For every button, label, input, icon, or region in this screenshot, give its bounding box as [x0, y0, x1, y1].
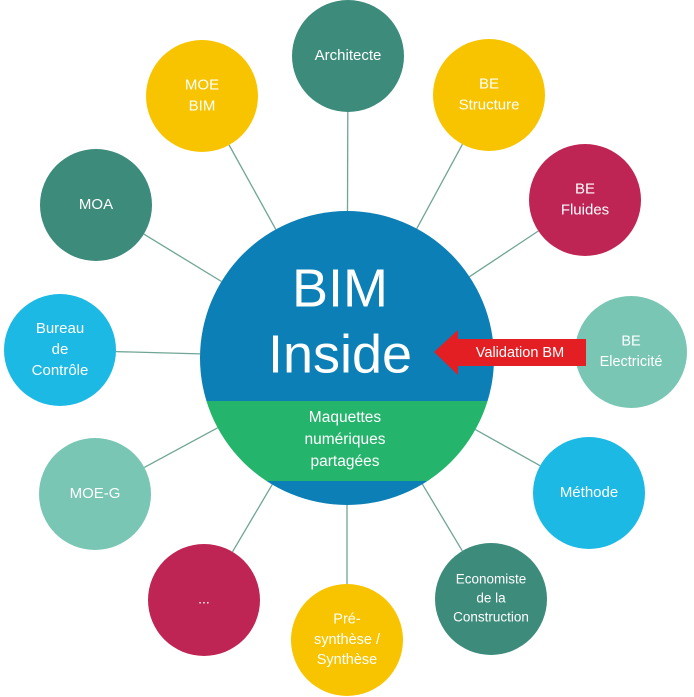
node-label-be-fluides-line-2: Fluides	[561, 201, 609, 218]
node-moa: MOA	[40, 149, 152, 261]
center-circle: BIM Inside Maquettes numériques partagée…	[200, 211, 494, 505]
node-label-economiste-line-3: Construction	[453, 609, 529, 624]
node-label-architecte-line-1: Architecte	[315, 47, 382, 64]
connector-moe-bim	[228, 144, 277, 230]
connector-be-structure	[416, 143, 463, 229]
node-be-electricite: BE Electricité	[575, 296, 687, 408]
connector-moe-g	[143, 427, 218, 468]
center-band-line-2: numériques	[305, 431, 386, 448]
node-circle-methode	[533, 437, 645, 549]
node-label-moe-bim-line-1: MOE	[185, 76, 219, 93]
node-label-moe-g-line-1: MOE-G	[70, 485, 121, 502]
center-title-line-1: BIM	[292, 258, 388, 318]
node-label-economiste-line-1: Economiste	[456, 572, 527, 587]
node-circle-etc	[148, 544, 260, 656]
connector-methode	[475, 429, 541, 467]
node-etc: ...	[148, 544, 260, 656]
node-label-be-electricite-line-2: Electricité	[600, 354, 663, 370]
node-circle-architecte	[292, 0, 404, 112]
node-label-be-fluides-line-1: BE	[575, 180, 595, 197]
node-circle-moe-bim	[146, 40, 258, 152]
node-label-pre-synthese-line-3: Synthèse	[317, 652, 377, 668]
node-label-bureau-controle-line-2: de	[52, 341, 69, 358]
node-circle-moe-g	[39, 438, 151, 550]
node-label-bureau-controle-line-1: Bureau	[36, 320, 84, 337]
node-circle-be-fluides	[529, 144, 641, 256]
node-moe-bim: MOE BIM	[146, 40, 258, 152]
node-label-economiste-line-2: de la	[476, 591, 506, 606]
node-label-moa-line-1: MOA	[79, 196, 113, 213]
node-economiste: Economiste de la Construction	[435, 543, 547, 655]
connector-economiste	[421, 483, 463, 552]
node-circle-economiste	[435, 543, 547, 655]
node-label-be-structure-line-2: Structure	[459, 96, 520, 113]
node-label-be-electricite-line-1: BE	[621, 334, 641, 350]
connector-bureau-controle	[115, 350, 201, 355]
node-circle-pre-synthese	[291, 584, 403, 696]
node-label-moe-bim-line-2: BIM	[189, 97, 216, 114]
validation-arrow: Validation BM	[434, 330, 586, 375]
node-methode: Méthode	[533, 437, 645, 549]
connector-be-fluides	[469, 230, 539, 278]
node-be-fluides: BE Fluides	[529, 144, 641, 256]
node-pre-synthese: Pré-synthèse / Synthèse	[291, 584, 403, 696]
node-label-etc-line-1: ...	[198, 591, 210, 607]
node-be-structure: BE Structure	[433, 39, 545, 151]
node-architecte: Architecte	[292, 0, 404, 112]
center-band-line-1: Maquettes	[309, 409, 382, 426]
validation-arrow-shape	[434, 330, 586, 375]
node-circle-be-structure	[433, 39, 545, 151]
node-label-methode-line-1: Méthode	[560, 484, 618, 501]
validation-label: Validation BM	[476, 345, 564, 361]
node-circle-be-electricite	[575, 296, 687, 408]
center-band-line-3: partagées	[311, 453, 380, 470]
center-title-line-2: Inside	[268, 324, 412, 384]
connectors	[115, 111, 576, 584]
node-label-be-structure-line-1: BE	[479, 75, 499, 92]
connector-moa	[143, 233, 222, 283]
node-circle-moa	[40, 149, 152, 261]
node-label-pre-synthese-line-1: Pré-	[333, 612, 361, 628]
node-moe-g: MOE-G	[39, 438, 151, 550]
connector-etc	[231, 484, 273, 553]
node-circle-bureau-controle	[4, 294, 116, 406]
satellite-nodes: ArchitecteBEStructureBEFluidesBEElectric…	[4, 0, 687, 696]
node-label-pre-synthese-line-2: synthèse /	[314, 632, 381, 648]
node-label-bureau-controle-line-3: Contrôle	[32, 362, 89, 379]
